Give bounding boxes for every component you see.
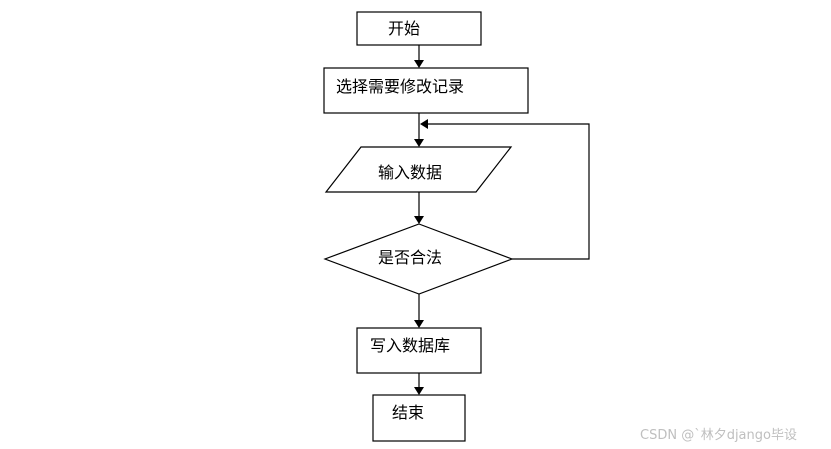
input-data-label: 输入数据	[378, 163, 442, 182]
start-label: 开始	[388, 19, 420, 38]
end-node: 结束	[372, 394, 466, 442]
arrowhead	[414, 387, 424, 395]
start-node: 开始	[356, 11, 482, 46]
edge-decision-to-write	[414, 294, 424, 328]
arrowhead	[420, 119, 428, 129]
watermark: CSDN @`林夕django毕设	[640, 428, 797, 443]
arrowhead	[414, 320, 424, 328]
edge-input-to-decision	[414, 192, 424, 224]
input-data-node: 输入数据	[324, 146, 513, 193]
arrowhead	[414, 216, 424, 224]
edge-start-to-select	[414, 45, 424, 68]
arrowhead	[414, 60, 424, 68]
is-valid-decision-node: 是否合法	[323, 223, 514, 295]
write-db-node: 写入数据库	[356, 327, 482, 374]
is-valid-label: 是否合法	[378, 248, 442, 267]
edge-write-to-end	[414, 373, 424, 395]
arrowhead	[414, 139, 424, 147]
edge-select-to-input	[414, 113, 424, 147]
edge-decision-loop-back	[420, 119, 590, 260]
select-record-node: 选择需要修改记录	[323, 67, 529, 114]
end-label: 结束	[392, 403, 424, 422]
write-db-label: 写入数据库	[370, 336, 450, 355]
select-record-label: 选择需要修改记录	[336, 77, 464, 96]
